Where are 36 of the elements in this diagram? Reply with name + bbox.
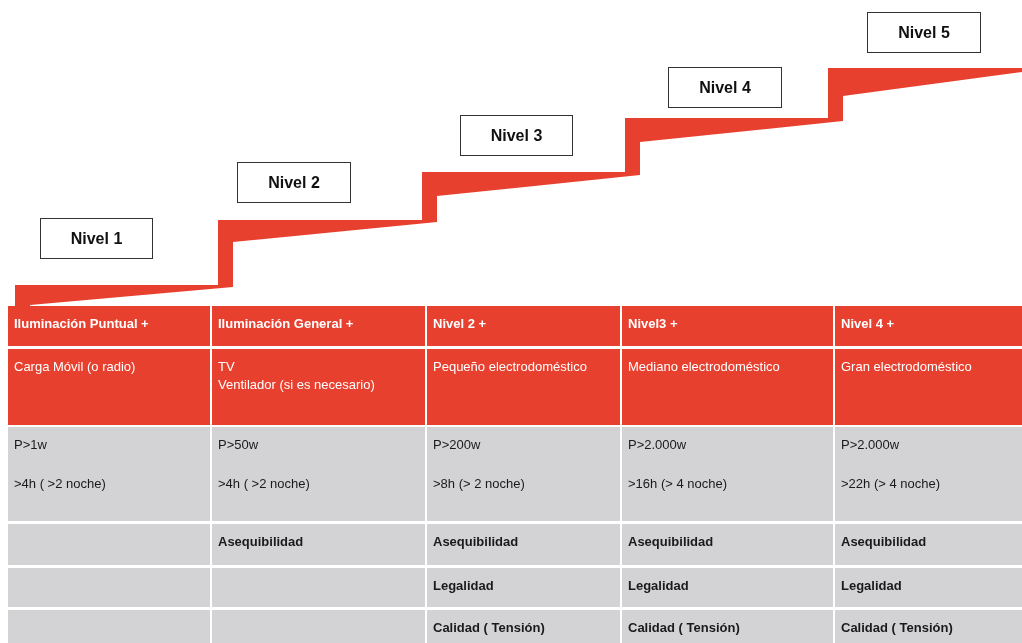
cell-text: P>1w	[14, 436, 48, 454]
cell-text: >8h (> 2 noche)	[433, 475, 526, 493]
cell-text: >22h (> 4 noche)	[841, 475, 942, 493]
cell-text: Legalidad	[628, 577, 690, 595]
cell-text: Legalidad	[433, 577, 495, 595]
cell-text: Asequibilidad	[628, 533, 715, 551]
cell-text: Gran electrodoméstico	[841, 358, 973, 376]
cell-text: P>200w	[433, 436, 482, 454]
cell-text: Pequeño electrodoméstico	[433, 358, 588, 376]
cell-text: P>2.000w	[841, 436, 901, 454]
level-box: Nivel 3	[460, 115, 573, 156]
cell-text: Calidad ( Tensión)	[628, 619, 741, 637]
cell-text: P>50w	[218, 436, 260, 454]
cell-text: Nivel 2 +	[433, 315, 488, 333]
cell-text: Ventilador (si es necesario)	[218, 376, 376, 394]
cell-text: P>2.000w	[628, 436, 688, 454]
level-box: Nivel 5	[867, 12, 981, 53]
level-box: Nivel 2	[237, 162, 351, 203]
cell-text: Asequibilidad	[433, 533, 520, 551]
cell-text: Asequibilidad	[218, 533, 305, 551]
cell-text: Legalidad	[841, 577, 903, 595]
level-box: Nivel 1	[40, 218, 153, 259]
cell-text: >4h ( >2 noche)	[218, 475, 311, 493]
cell-text: Calidad ( Tensión)	[433, 619, 546, 637]
cell-text: Nivel3 +	[628, 315, 679, 333]
cell-text: >16h (> 4 noche)	[628, 475, 729, 493]
cell-text: TV	[218, 358, 236, 376]
cell-text: Mediano electrodoméstico	[628, 358, 781, 376]
cell-text: Calidad ( Tensión)	[841, 619, 954, 637]
cell-text: Iluminación General +	[218, 315, 355, 333]
cell-text: Asequibilidad	[841, 533, 928, 551]
level-box: Nivel 4	[668, 67, 782, 108]
cell-text: Nivel 4 +	[841, 315, 896, 333]
cell-text: Carga Móvil (o radio)	[14, 358, 137, 376]
cell-text: >4h ( >2 noche)	[14, 475, 107, 493]
cell-text: Iluminación Puntual +	[14, 315, 150, 333]
